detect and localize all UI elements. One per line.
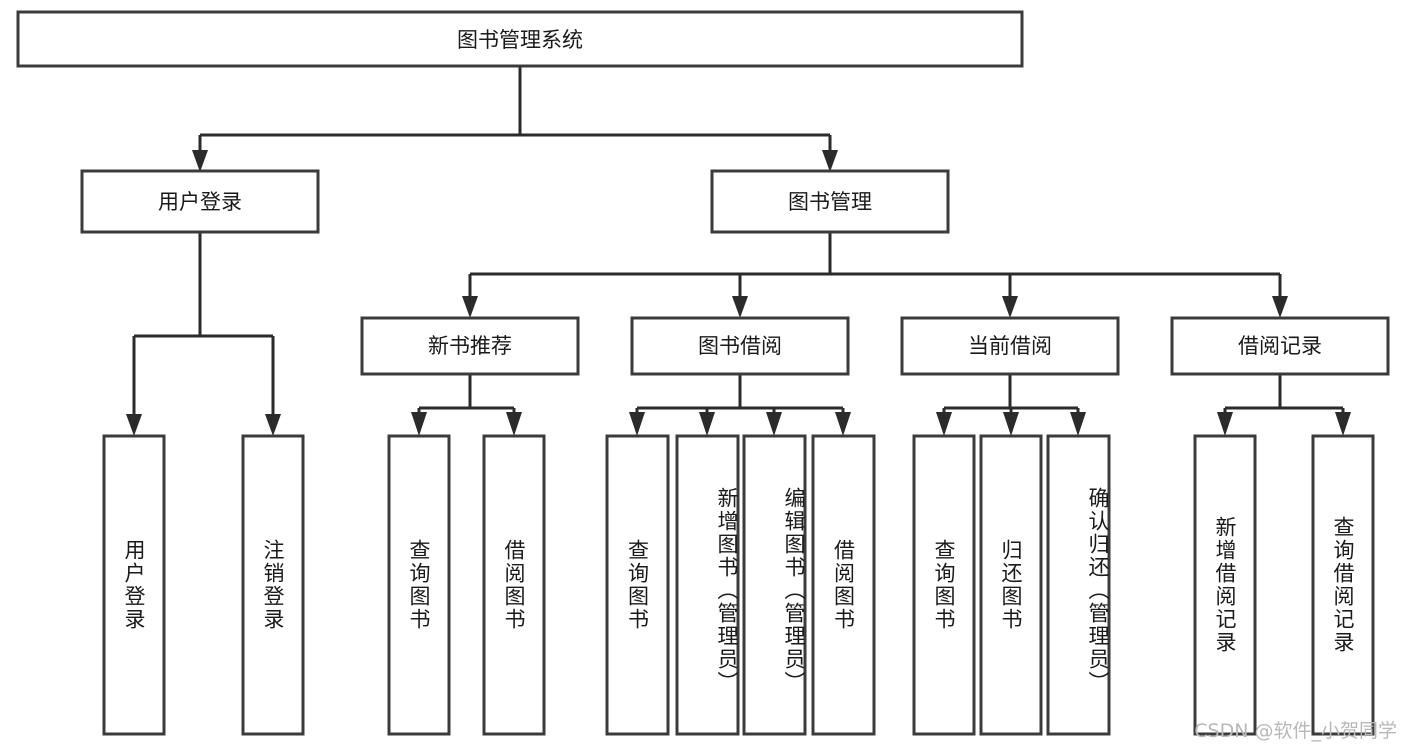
node-layer: 图书管理系统 用户登录 图书管理 新书推荐 图书借阅 当前借阅 借阅记录 xyxy=(16,10,1390,736)
node-book-borrow[interactable] xyxy=(630,316,850,376)
node-leaf-add-book[interactable] xyxy=(675,434,740,736)
node-leaf-query-record[interactable] xyxy=(1311,434,1375,736)
connector-currentborrow-to-leaves xyxy=(942,374,1080,416)
arrow-to-leaf-borrow-book-rec xyxy=(506,412,522,436)
arrow-to-book-borrow xyxy=(732,296,748,318)
node-user-login-label: 用户登录 xyxy=(158,190,242,214)
arrow-to-leaf-confirm-return xyxy=(1070,412,1086,436)
arrow-to-leaf-user-login xyxy=(126,414,142,436)
arrow-to-leaf-add-record xyxy=(1217,412,1233,436)
arrow-to-leaf-logout xyxy=(265,414,281,436)
connector-bookmanage-to-level3 xyxy=(468,232,1282,298)
arrow-to-book-manage xyxy=(822,150,838,172)
node-borrow-record-label: 借阅记录 xyxy=(1238,334,1322,358)
arrow-to-new-book-recommend xyxy=(462,296,478,318)
connector-userlogin-to-leaves xyxy=(132,232,275,416)
arrow-to-user-login xyxy=(192,150,208,172)
connector-newbook-to-leaves xyxy=(417,374,516,416)
connector-bookborrow-to-leaves xyxy=(635,374,845,416)
connector-layer xyxy=(126,66,1351,436)
node-leaf-logout[interactable] xyxy=(241,434,305,736)
node-root-label: 图书管理系统 xyxy=(457,28,583,52)
connector-borrowrecord-to-leaves xyxy=(1223,374,1345,416)
node-leaf-query-book-rec[interactable] xyxy=(387,434,451,736)
node-leaf-borrow-book-rec[interactable] xyxy=(482,434,546,736)
node-user-login[interactable] xyxy=(80,169,320,234)
arrow-to-borrow-record xyxy=(1272,296,1288,318)
node-leaf-borrow-book[interactable] xyxy=(811,434,876,736)
node-leaf-confirm-return[interactable] xyxy=(1046,434,1111,736)
arrow-to-leaf-query-record xyxy=(1335,412,1351,436)
node-root[interactable] xyxy=(16,10,1024,68)
arrow-to-current-borrow xyxy=(1002,296,1018,318)
node-leaf-user-login[interactable] xyxy=(102,434,166,736)
arrow-to-leaf-query-book-cur xyxy=(936,412,952,436)
arrow-to-leaf-borrow-book xyxy=(835,412,851,436)
arrow-to-leaf-add-book xyxy=(699,412,715,436)
connector-root-to-level2 xyxy=(198,66,832,158)
node-leaf-query-book[interactable] xyxy=(605,434,670,736)
node-leaf-return-book[interactable] xyxy=(979,434,1043,736)
arrow-to-leaf-query-book xyxy=(629,412,645,436)
node-borrow-record[interactable] xyxy=(1170,316,1390,376)
node-leaf-query-book-cur[interactable] xyxy=(912,434,976,736)
arrow-to-leaf-edit-book xyxy=(766,412,782,436)
arrow-to-leaf-return-book xyxy=(1003,412,1019,436)
csdn-watermark: CSDN @软件_小贺同学 xyxy=(1194,720,1397,742)
node-current-borrow-label: 当前借阅 xyxy=(968,334,1052,358)
node-book-manage-label: 图书管理 xyxy=(788,190,872,214)
node-book-manage[interactable] xyxy=(710,169,950,234)
arrow-to-leaf-query-book-rec xyxy=(411,412,427,436)
node-leaf-edit-book[interactable] xyxy=(742,434,807,736)
node-book-borrow-label: 图书借阅 xyxy=(698,334,782,358)
node-new-book-recommend[interactable] xyxy=(360,316,580,376)
node-new-book-recommend-label: 新书推荐 xyxy=(428,334,512,358)
node-current-borrow[interactable] xyxy=(900,316,1120,376)
node-leaf-add-record[interactable] xyxy=(1193,434,1257,736)
